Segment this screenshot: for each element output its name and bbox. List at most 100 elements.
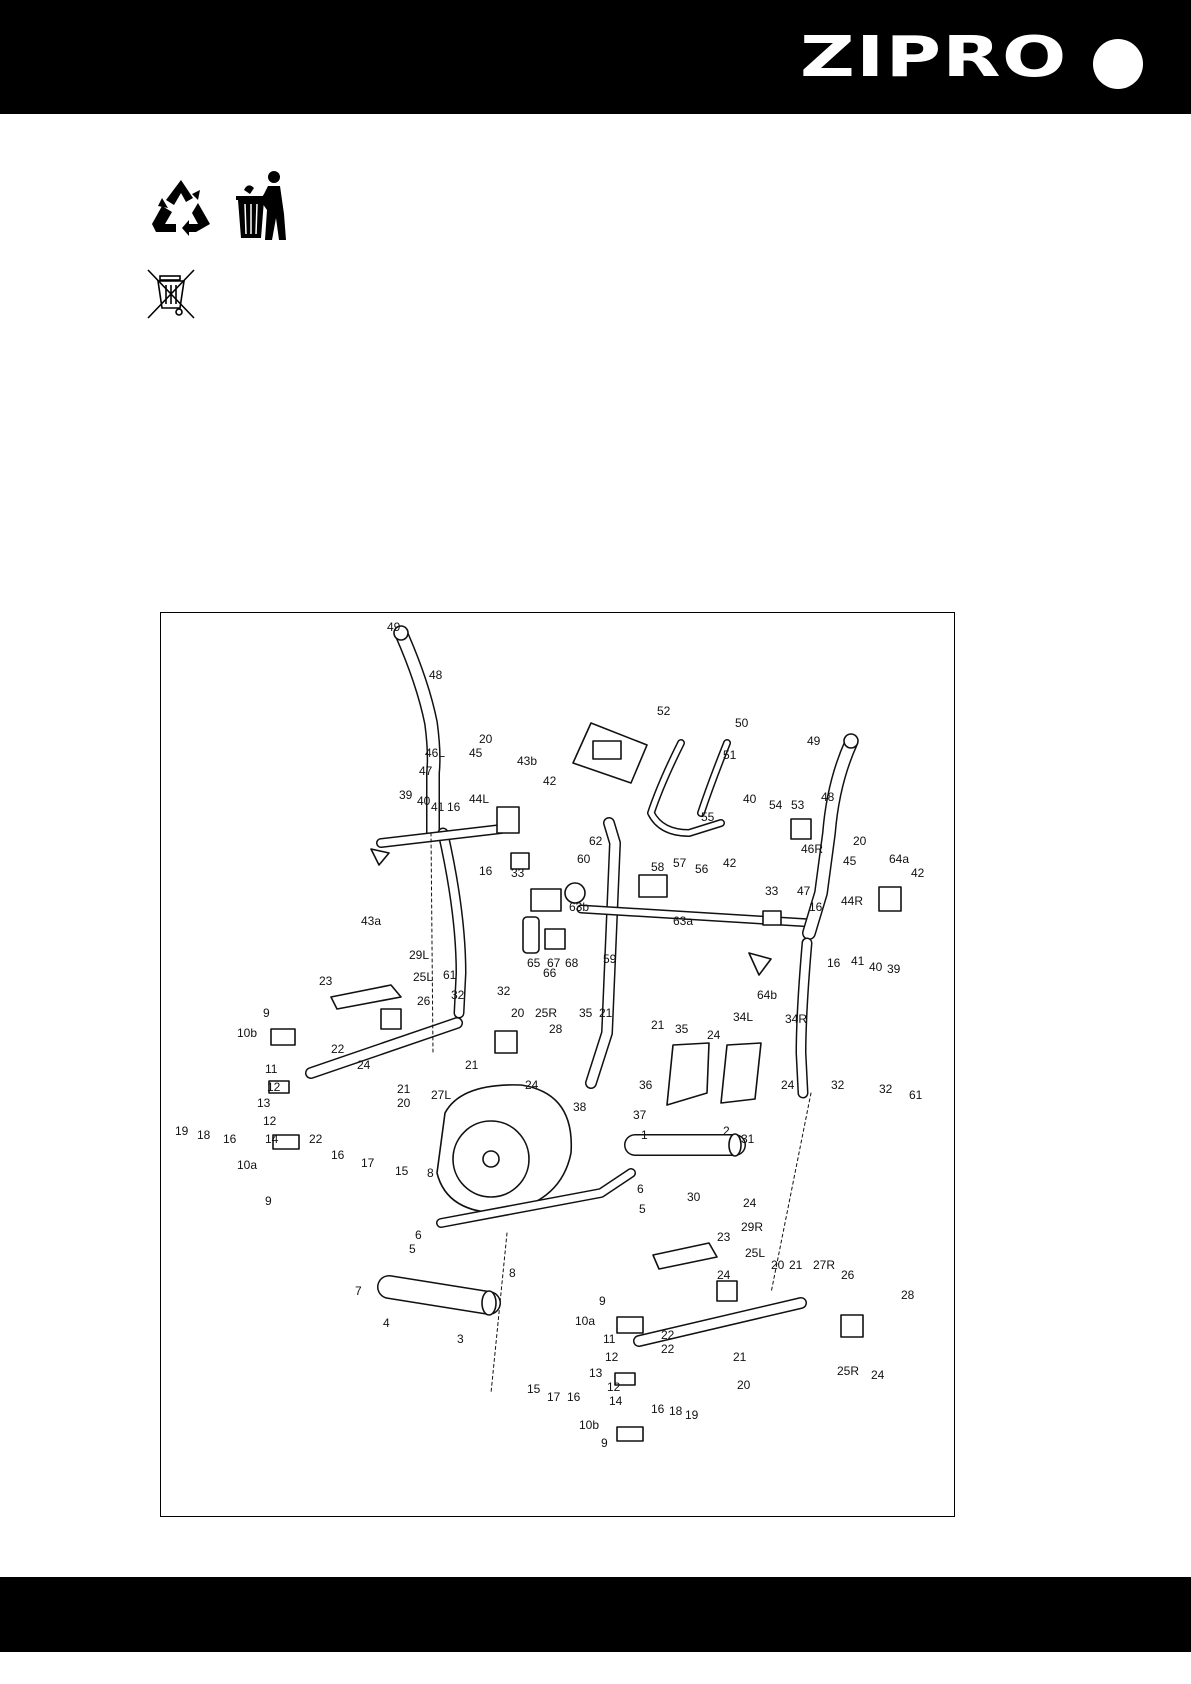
part-number-label: 6 xyxy=(415,1228,422,1242)
part-number-label: 25L xyxy=(413,970,433,984)
part-number-label: 32 xyxy=(497,984,511,998)
part-number-label: 23 xyxy=(319,974,333,988)
part-number-label: 12 xyxy=(605,1350,619,1364)
part-number-label: 9 xyxy=(601,1436,608,1450)
part-number-label: 46R xyxy=(801,842,823,856)
part-number-label: 8 xyxy=(509,1266,516,1280)
brand-logo: ZIPRO xyxy=(800,25,1068,90)
part-number-label: 24 xyxy=(707,1028,721,1042)
part-number-label: 19 xyxy=(175,1124,189,1138)
footer-bar xyxy=(0,1577,1191,1652)
part-number-label: 24 xyxy=(871,1368,885,1382)
diagram-lines xyxy=(268,625,902,1442)
part-number-label: 32 xyxy=(451,988,465,1002)
part-number-label: 20 xyxy=(771,1258,785,1272)
part-number-label: 35 xyxy=(579,1006,593,1020)
part-number-label: 21 xyxy=(789,1258,803,1272)
part-number-label: 7 xyxy=(355,1284,362,1298)
part-number-label: 9 xyxy=(599,1294,606,1308)
part-number-label: 53 xyxy=(791,798,805,812)
part-number-label: 19 xyxy=(685,1408,699,1422)
part-number-label: 11 xyxy=(603,1332,616,1346)
part-number-label: 33 xyxy=(511,866,525,880)
part-number-label: 50 xyxy=(735,716,749,730)
part-number-label: 8 xyxy=(427,1166,434,1180)
part-number-label: 20 xyxy=(479,732,493,746)
part-number-label: 16 xyxy=(331,1148,345,1162)
part-number-label: 49 xyxy=(807,734,821,748)
part-number-label: 21 xyxy=(599,1006,613,1020)
part-number-label: 25R xyxy=(535,1006,557,1020)
part-number-label: 4 xyxy=(383,1316,390,1330)
crossed-out-bin-icon xyxy=(146,268,196,320)
part-number-label: 41 xyxy=(431,800,445,814)
part-number-label: 58 xyxy=(651,860,665,874)
part-number-label: 43a xyxy=(361,914,381,928)
part-number-label: 29L xyxy=(409,948,429,962)
part-number-label: 27R xyxy=(813,1258,835,1272)
part-number-label: 18 xyxy=(669,1404,683,1418)
part-number-label: 26 xyxy=(417,994,431,1008)
part-number-label: 5 xyxy=(409,1242,416,1256)
part-number-label: 59 xyxy=(603,952,617,966)
part-number-label: 20 xyxy=(397,1096,411,1110)
part-number-label: 35 xyxy=(675,1022,689,1036)
part-number-label: 18 xyxy=(197,1128,211,1142)
part-number-label: 11 xyxy=(265,1062,278,1076)
part-number-label: 45 xyxy=(469,746,483,760)
part-number-label: 20 xyxy=(511,1006,525,1020)
tidy-man-bin-icon xyxy=(234,170,290,240)
part-number-label: 57 xyxy=(673,856,687,870)
part-number-label: 24 xyxy=(717,1268,731,1282)
part-number-label: 17 xyxy=(547,1390,561,1404)
part-number-label: 10a xyxy=(575,1314,595,1328)
part-number-label: 2 xyxy=(723,1124,730,1138)
part-number-label: 62 xyxy=(589,834,603,848)
part-number-label: 21 xyxy=(465,1058,479,1072)
header-bar: ZIPRO xyxy=(0,0,1191,114)
part-number-label: 51 xyxy=(723,748,737,762)
part-number-label: 37 xyxy=(633,1108,647,1122)
part-number-label: 52 xyxy=(657,704,671,718)
part-number-label: 24 xyxy=(743,1196,757,1210)
part-number-label: 32 xyxy=(831,1078,845,1092)
part-number-label: 45 xyxy=(843,854,857,868)
part-number-label: 31 xyxy=(741,1132,755,1146)
part-number-label: 22 xyxy=(661,1328,675,1342)
part-number-label: 61 xyxy=(443,968,457,982)
part-number-label: 16 xyxy=(827,956,841,970)
part-number-label: 25L xyxy=(745,1246,765,1260)
part-number-label: 64a xyxy=(889,852,909,866)
part-number-label: 67 xyxy=(547,956,561,970)
part-number-label: 22 xyxy=(331,1042,345,1056)
part-number-label: 24 xyxy=(781,1078,795,1092)
part-number-label: 16 xyxy=(567,1390,581,1404)
part-number-label: 47 xyxy=(797,884,811,898)
part-number-label: 38 xyxy=(573,1100,587,1114)
part-number-label: 16 xyxy=(479,864,493,878)
part-number-label: 44R xyxy=(841,894,863,908)
part-number-label: 27L xyxy=(431,1088,451,1102)
part-number-label: 40 xyxy=(743,792,757,806)
part-number-label: 16 xyxy=(447,800,461,814)
recycle-icon xyxy=(148,176,214,240)
part-number-label: 47 xyxy=(419,764,433,778)
part-number-label: 60 xyxy=(577,852,591,866)
part-number-label: 42 xyxy=(723,856,737,870)
part-number-label: 16 xyxy=(651,1402,665,1416)
part-number-label: 17 xyxy=(361,1156,375,1170)
part-number-label: 46L xyxy=(425,746,445,760)
part-number-label: 66 xyxy=(543,966,557,980)
part-number-label: 49 xyxy=(387,620,401,634)
part-number-label: 20 xyxy=(853,834,867,848)
part-number-label: 65 xyxy=(527,956,541,970)
part-number-label: 12 xyxy=(267,1080,281,1094)
part-number-label: 3 xyxy=(457,1332,464,1346)
part-number-label: 14 xyxy=(265,1132,279,1146)
part-number-label: 30 xyxy=(687,1190,701,1204)
part-number-label: 10b xyxy=(579,1418,599,1432)
part-number-label: 20 xyxy=(737,1378,751,1392)
part-number-label: 34L xyxy=(733,1010,753,1024)
